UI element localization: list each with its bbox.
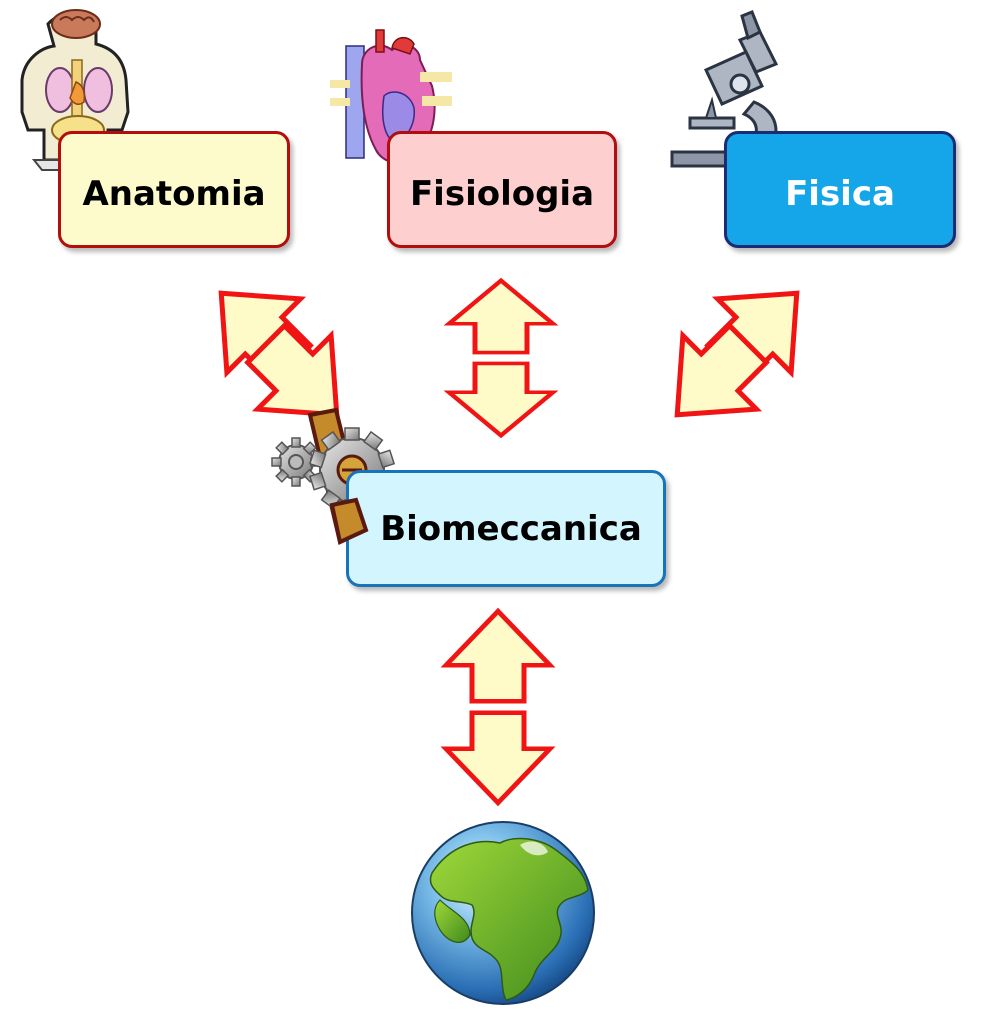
- arrow-up-fisiologia: [449, 281, 553, 353]
- arrow-up-biomeccanica: [446, 611, 550, 701]
- arrow-down-fisiologia: [449, 363, 553, 435]
- node-fisiologia: Fisiologia: [387, 131, 617, 248]
- node-fisica-label: Fisica: [785, 173, 895, 214]
- node-anatomia: Anatomia: [58, 131, 290, 248]
- node-fisiologia-label: Fisiologia: [409, 173, 595, 214]
- globe-icon: [411, 821, 595, 1005]
- node-anatomia-label: Anatomia: [82, 173, 266, 214]
- node-biomeccanica-label: Biomeccanica: [380, 508, 642, 549]
- node-biomeccanica: Biomeccanica: [346, 470, 666, 587]
- node-fisica: Fisica: [724, 131, 956, 248]
- arrow-down-earth: [446, 713, 550, 803]
